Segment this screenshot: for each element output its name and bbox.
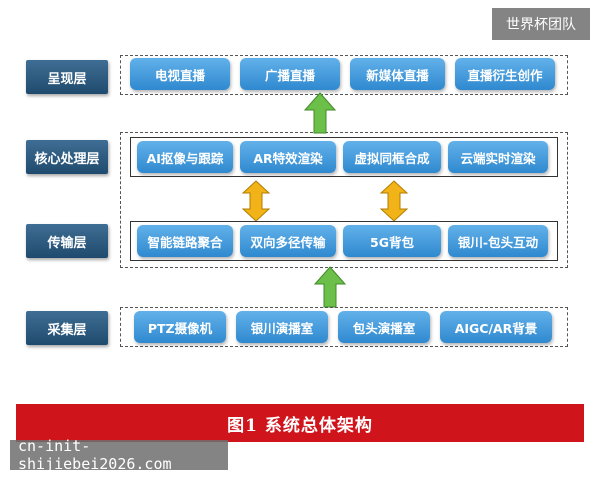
layer-label-core: 核心处理层 — [26, 140, 108, 174]
item-label: PTZ摄像机 — [147, 320, 213, 336]
layer-label-capture: 采集层 — [26, 311, 108, 345]
up-arrow-icon — [303, 92, 337, 134]
watermark-url-bar: cn-init-shijiebei2026.com — [10, 437, 228, 473]
up-arrow-icon — [313, 266, 347, 308]
presentation-item-newmedia: 新媒体直播 — [350, 58, 445, 90]
core-item-cloud-render: 云端实时渲染 — [448, 141, 548, 173]
core-layer-frame — [130, 137, 558, 177]
item-label: 广播直播 — [264, 67, 315, 83]
capture-item-yinchuan-studio: 银川演播室 — [236, 311, 328, 343]
watermark-badge: 世界杯团队 — [492, 8, 590, 40]
item-label: AIGC/AR背景 — [454, 320, 538, 336]
item-label: 云端实时渲染 — [460, 150, 536, 166]
capture-item-aigc-background: AIGC/AR背景 — [440, 311, 552, 343]
figure-caption-bar: 图1 系统总体架构 — [16, 404, 584, 442]
double-arrow-icon — [241, 180, 271, 222]
watermark-url: cn-init-shijiebei2026.com — [18, 437, 172, 473]
transport-layer-frame — [130, 221, 558, 261]
core-transport-frame — [120, 132, 568, 268]
double-arrow-icon — [379, 180, 409, 222]
layer-label-text: 采集层 — [47, 322, 87, 338]
presentation-item-radio: 广播直播 — [240, 58, 340, 90]
capture-layer-frame — [120, 307, 568, 347]
layer-label-text: 传输层 — [47, 235, 87, 251]
item-label: AI抠像与跟踪 — [146, 150, 224, 166]
item-label: 双向多径传输 — [250, 234, 326, 250]
figure-caption: 图1 系统总体架构 — [227, 415, 373, 436]
item-label: 智能链路聚合 — [147, 234, 223, 250]
layer-label-text: 呈现层 — [47, 71, 87, 87]
core-item-ai-matting: AI抠像与跟踪 — [137, 141, 233, 173]
transport-item-multipath: 双向多径传输 — [240, 225, 336, 257]
presentation-layer-frame — [120, 55, 568, 95]
core-item-ar-render: AR特效渲染 — [240, 141, 336, 173]
item-label: 包头演播室 — [352, 320, 416, 336]
item-label: 银川-包头互动 — [457, 234, 539, 250]
core-item-virtual-compose: 虚拟同框合成 — [343, 141, 441, 173]
presentation-item-derivative: 直播衍生创作 — [455, 58, 555, 90]
item-label: 虚拟同框合成 — [354, 150, 430, 166]
layer-label-transport: 传输层 — [26, 224, 108, 258]
presentation-item-tv: 电视直播 — [130, 58, 230, 90]
capture-item-baotou-studio: 包头演播室 — [338, 311, 430, 343]
item-label: 银川演播室 — [250, 320, 314, 336]
item-label: 直播衍生创作 — [467, 67, 543, 83]
item-label: 新媒体直播 — [366, 67, 429, 83]
watermark-text: 世界杯团队 — [506, 17, 576, 33]
transport-item-5g-backpack: 5G背包 — [343, 225, 441, 257]
layer-label-presentation: 呈现层 — [26, 60, 108, 94]
layer-label-text: 核心处理层 — [34, 151, 100, 167]
item-label: 5G背包 — [370, 234, 414, 250]
transport-item-link-aggregation: 智能链路聚合 — [137, 225, 233, 257]
transport-item-interaction: 银川-包头互动 — [448, 225, 548, 257]
item-label: 电视直播 — [154, 67, 205, 83]
item-label: AR特效渲染 — [253, 150, 323, 166]
capture-item-ptz-camera: PTZ摄像机 — [134, 311, 226, 343]
